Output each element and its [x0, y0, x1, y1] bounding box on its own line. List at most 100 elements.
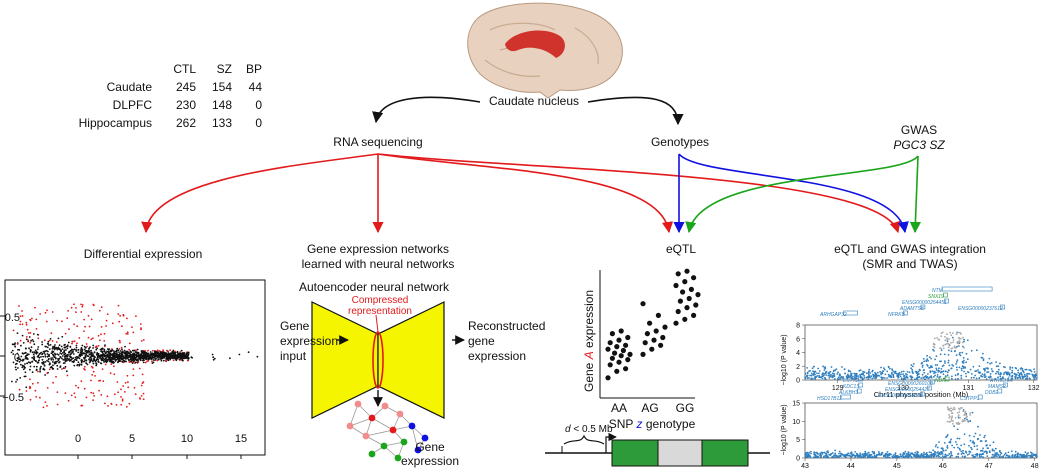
locus-point	[1010, 450, 1013, 453]
gene-label: NFRKB	[888, 312, 906, 318]
ma-point	[50, 332, 53, 335]
ma-point	[51, 361, 54, 363]
locus-point	[1006, 371, 1009, 374]
ma-point	[124, 382, 127, 384]
ma-point	[171, 355, 174, 357]
locus-point	[838, 378, 841, 380]
ma-point	[29, 365, 32, 368]
locus-point	[989, 375, 992, 378]
locus-point	[985, 367, 987, 370]
locus-point	[806, 375, 808, 378]
locus-point	[940, 332, 943, 335]
ma-point	[132, 368, 135, 370]
locus-point	[962, 449, 964, 452]
ma-point	[169, 349, 172, 351]
gene-box	[997, 388, 1003, 394]
locus-point	[869, 454, 872, 456]
ma-point	[151, 349, 154, 352]
locus-point	[1034, 373, 1037, 376]
locus-point	[888, 374, 891, 377]
locus-point	[963, 417, 966, 420]
ma-point	[83, 360, 85, 363]
locus-point	[974, 374, 976, 377]
ma-point	[101, 359, 104, 361]
locus-point	[813, 376, 816, 379]
ma-point	[12, 361, 15, 364]
locus-point	[934, 374, 936, 377]
eqtl-point	[695, 292, 701, 298]
ma-point	[66, 347, 69, 350]
ma-point	[21, 334, 24, 337]
ma-point	[35, 369, 38, 371]
integration-label-2: (SMR and TWAS)	[862, 257, 957, 271]
ma-point	[98, 389, 100, 392]
ma-point	[65, 355, 68, 358]
ma-point	[33, 343, 36, 346]
locus-point	[867, 378, 870, 381]
ma-point	[67, 341, 70, 344]
locus-point	[951, 336, 954, 339]
locus-point	[998, 456, 1001, 458]
locus-point	[862, 454, 865, 457]
ma-point	[29, 386, 32, 389]
input-label-1: Gene	[280, 319, 310, 333]
ma-point	[109, 372, 112, 375]
gwas-subtitle: PGC3 SZ	[893, 138, 945, 152]
gene-box	[856, 388, 862, 394]
locus-point	[956, 342, 959, 344]
ma-point	[116, 357, 119, 359]
locus-point	[959, 337, 962, 340]
ma-point	[172, 359, 175, 362]
locus-point	[934, 371, 937, 374]
locus-point	[927, 373, 929, 375]
locus-point	[834, 369, 837, 372]
locus-point	[1028, 373, 1031, 375]
locus-point	[948, 369, 950, 372]
locus-point	[843, 455, 845, 458]
ma-point	[133, 360, 135, 363]
locus-point	[1036, 455, 1038, 458]
locus-point	[962, 367, 965, 369]
locus-point	[957, 446, 959, 449]
ma-point	[46, 355, 49, 358]
ma-point	[100, 333, 102, 336]
ma-point	[61, 368, 63, 370]
locus-point	[1004, 371, 1007, 373]
locus-point	[950, 418, 953, 420]
locus-point	[951, 375, 953, 378]
ma-point	[75, 346, 78, 349]
ma-point	[75, 344, 78, 347]
locus-point	[969, 414, 972, 416]
locus-point	[972, 365, 975, 368]
locus-point	[1030, 370, 1033, 373]
locus-point	[819, 456, 822, 459]
locus-point	[939, 353, 942, 356]
ma-point	[18, 305, 20, 307]
gene-label: CSTPP1	[960, 396, 980, 402]
ma-point	[42, 367, 45, 370]
ma-point	[22, 358, 25, 361]
ma-point	[129, 356, 132, 358]
ma-point	[74, 396, 77, 398]
locus-point	[838, 456, 840, 459]
ma-point	[35, 365, 38, 368]
locus-point	[904, 376, 907, 379]
locus-point	[953, 345, 956, 348]
locus-point	[970, 446, 972, 449]
rna-sequencing-label: RNA sequencing	[333, 135, 422, 149]
ma-point	[43, 364, 46, 367]
ma-point	[88, 361, 91, 364]
ma-point	[18, 349, 21, 351]
table-cell: 44	[248, 80, 262, 94]
locus-point	[1008, 456, 1010, 458]
locus-point	[847, 454, 850, 457]
locus-point	[825, 456, 828, 459]
genotype-ag: AG	[641, 401, 658, 415]
locus-point	[982, 358, 985, 360]
locus-point	[883, 368, 886, 371]
locus-point	[876, 454, 879, 456]
locus-point	[820, 451, 823, 454]
ma-point	[126, 357, 129, 360]
gene-label: ENSG00000237612	[958, 306, 1003, 312]
ma-point	[45, 320, 48, 323]
